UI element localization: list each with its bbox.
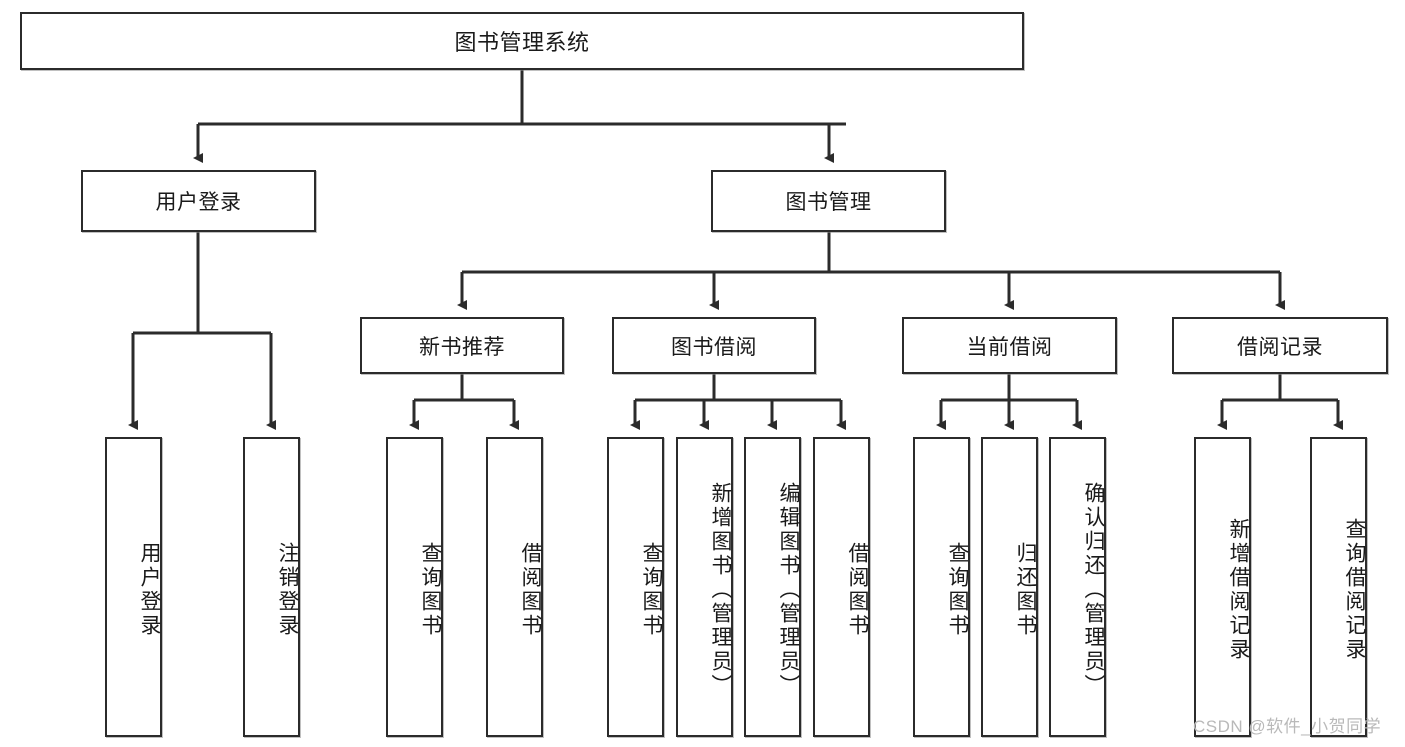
node-current-borrow[interactable]: 当前借阅	[902, 317, 1117, 374]
node-leaf-borrow-book-label: 借阅图书	[846, 542, 869, 638]
node-leaf-query-book-current[interactable]: 查询图书	[913, 437, 970, 737]
node-root-system[interactable]: 图书管理系统	[20, 12, 1024, 70]
node-leaf-user-login-label: 用户登录	[138, 542, 161, 638]
node-book-management-label: 图书管理	[785, 191, 872, 214]
node-new-book-recommend[interactable]: 新书推荐	[360, 317, 564, 374]
node-leaf-add-book-admin-label: 新增图书（管理员）	[709, 482, 732, 698]
node-borrow-record[interactable]: 借阅记录	[1172, 317, 1388, 374]
node-leaf-add-borrow-record[interactable]: 新增借阅记录	[1194, 437, 1251, 737]
node-root-system-label: 图书管理系统	[454, 30, 590, 55]
node-current-borrow-label: 当前借阅	[966, 335, 1053, 359]
node-leaf-logout[interactable]: 注销登录	[243, 437, 300, 737]
node-book-borrow-label: 图书借阅	[671, 335, 757, 359]
node-book-borrow[interactable]: 图书借阅	[612, 317, 816, 374]
node-book-management[interactable]: 图书管理	[711, 170, 946, 232]
node-leaf-query-book-borrow[interactable]: 查询图书	[607, 437, 664, 737]
node-leaf-return-book-label: 归还图书	[1014, 542, 1037, 638]
node-leaf-query-book-borrow-label: 查询图书	[640, 542, 663, 638]
node-leaf-query-book-recommend[interactable]: 查询图书	[386, 437, 443, 737]
node-leaf-edit-book-admin[interactable]: 编辑图书（管理员）	[744, 437, 801, 737]
node-leaf-query-book-recommend-label: 查询图书	[419, 542, 442, 638]
node-leaf-borrow-book[interactable]: 借阅图书	[813, 437, 870, 737]
node-leaf-user-login[interactable]: 用户登录	[105, 437, 162, 737]
node-user-login-label: 用户登录	[155, 191, 242, 214]
node-leaf-query-book-current-label: 查询图书	[946, 542, 969, 638]
node-leaf-return-book[interactable]: 归还图书	[981, 437, 1038, 737]
node-leaf-borrow-book-recommend[interactable]: 借阅图书	[486, 437, 543, 737]
csdn-watermark: CSDN @软件_小贺同学	[1193, 717, 1382, 736]
node-leaf-add-book-admin[interactable]: 新增图书（管理员）	[676, 437, 733, 737]
node-leaf-logout-label: 注销登录	[276, 542, 299, 638]
node-leaf-query-borrow-record[interactable]: 查询借阅记录	[1310, 437, 1367, 737]
node-new-book-recommend-label: 新书推荐	[419, 335, 505, 359]
node-leaf-query-borrow-record-label: 查询借阅记录	[1343, 518, 1366, 662]
node-leaf-add-borrow-record-label: 新增借阅记录	[1227, 518, 1250, 662]
node-leaf-borrow-book-recommend-label: 借阅图书	[519, 542, 542, 638]
node-user-login[interactable]: 用户登录	[81, 170, 316, 232]
node-borrow-record-label: 借阅记录	[1237, 335, 1323, 359]
node-leaf-edit-book-admin-label: 编辑图书（管理员）	[777, 482, 800, 698]
node-leaf-confirm-return-admin-label: 确认归还（管理员）	[1082, 482, 1105, 698]
node-leaf-confirm-return-admin[interactable]: 确认归还（管理员）	[1049, 437, 1106, 737]
